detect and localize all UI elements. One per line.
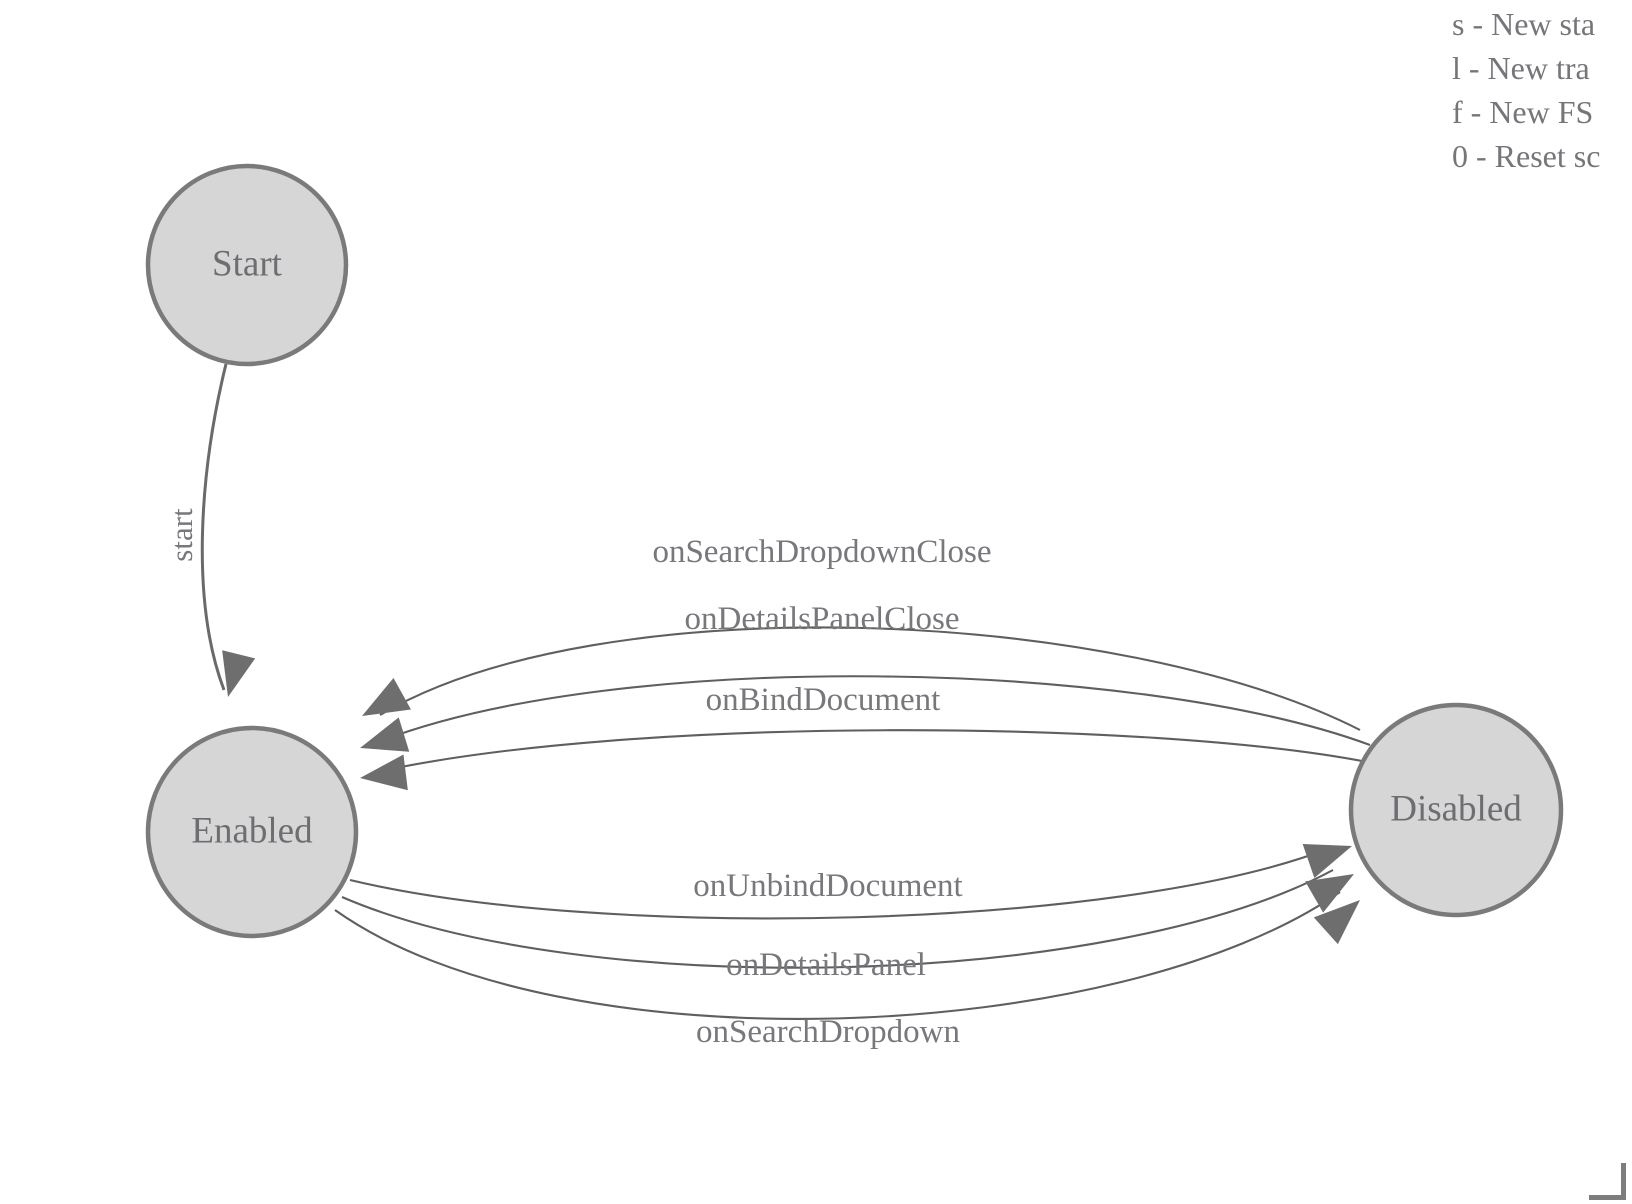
edge-label-onSearchDropdownClose: onSearchDropdownClose	[652, 534, 991, 570]
edge-start[interactable]	[200, 363, 228, 691]
node-start[interactable]: Start	[145, 163, 349, 367]
arrowhead-start-to-enabled	[222, 650, 256, 697]
node-disabled[interactable]: Disabled	[1348, 702, 1564, 918]
state-circle-start[interactable]	[145, 163, 349, 367]
edge-layer	[200, 363, 1371, 1020]
arrowhead-layer	[222, 650, 1360, 945]
arrowhead-into-enabled-3	[360, 754, 408, 791]
arrowhead-into-disabled-1	[1302, 843, 1352, 878]
arrowhead-into-disabled-3	[1313, 900, 1360, 945]
edge-label-layer: start onSearchDropdownClose onDetailsPan…	[164, 508, 992, 1050]
state-circle-enabled[interactable]	[145, 725, 359, 939]
state-circle-disabled[interactable]	[1348, 702, 1564, 918]
edge-onDetailsPanel[interactable]	[341, 869, 1334, 969]
state-label-enabled: Enabled	[191, 810, 313, 851]
state-label-disabled: Disabled	[1390, 788, 1522, 829]
state-label-start: Start	[212, 243, 283, 284]
edge-onUnbindDocument[interactable]	[349, 847, 1331, 920]
edge-onSearchDropdown[interactable]	[334, 891, 1341, 1020]
edge-onBindDocument[interactable]	[376, 729, 1368, 774]
arrowhead-into-enabled-1	[362, 677, 411, 716]
arrowhead-into-disabled-2	[1305, 874, 1354, 913]
edge-label-onUnbindDocument: onUnbindDocument	[693, 868, 962, 904]
edge-label-onDetailsPanelClose: onDetailsPanelClose	[685, 601, 960, 637]
edge-label-onDetailsPanel: onDetailsPanel	[726, 947, 926, 983]
edge-onDetailsPanelClose[interactable]	[377, 675, 1371, 746]
node-enabled[interactable]: Enabled	[145, 725, 359, 939]
edge-label-onSearchDropdown: onSearchDropdown	[696, 1014, 960, 1050]
edge-onSearchDropdownClose[interactable]	[379, 626, 1361, 731]
arrowhead-into-enabled-2	[360, 717, 410, 752]
edge-label-start: start	[164, 508, 199, 562]
resize-corner-handle[interactable]	[1589, 1163, 1626, 1200]
edge-label-onBindDocument: onBindDocument	[706, 682, 941, 718]
